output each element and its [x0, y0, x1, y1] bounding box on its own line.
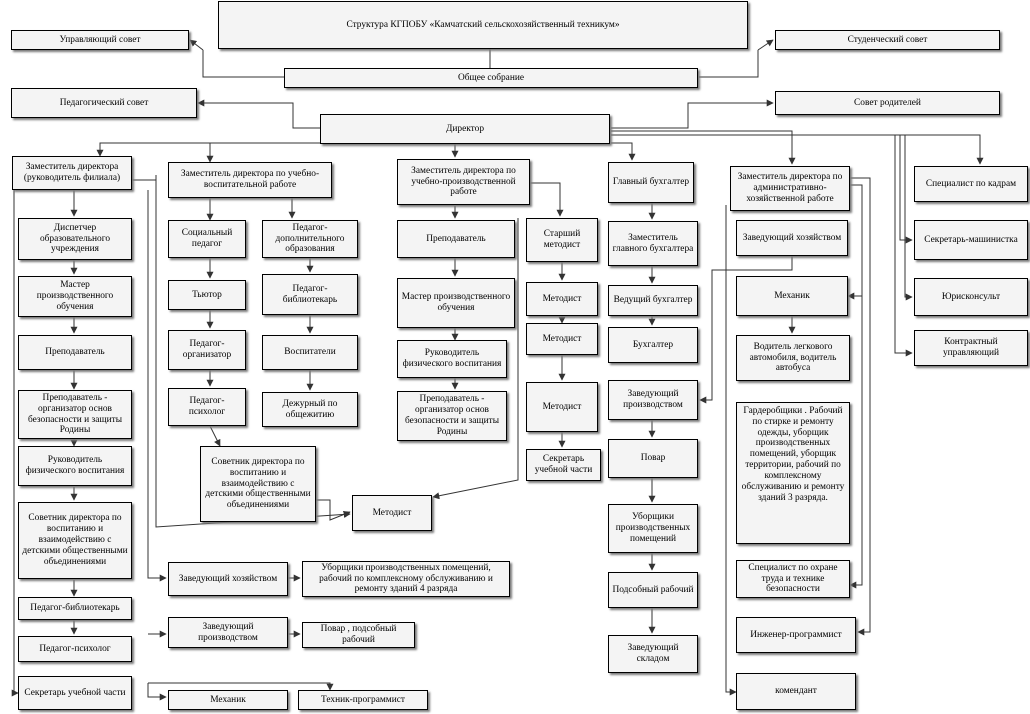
branch-programmer-tech: Техник-программист — [298, 690, 428, 710]
branch-housekeeping-head: Заведующий хозяйством — [168, 562, 288, 596]
managing-council-box: Управляющий совет — [11, 30, 189, 50]
senior-methodist-box: Старший методист — [526, 218, 598, 262]
production-head-box: Заместитель директора по учебно-производ… — [397, 159, 530, 205]
edu-advisor: Советник директора по воспитанию и взаим… — [200, 446, 316, 522]
prod-master: Мастер производственного обучения — [397, 278, 515, 328]
prod-safety-teacher: Преподаватель - организатор основ безопа… — [397, 391, 507, 441]
edu-tutor: Тьютор — [168, 280, 246, 310]
branch-item-librarian: Педагог-библиотекарь — [18, 597, 132, 620]
typist-secretary-box: Секретарь-машинистка — [914, 220, 1028, 260]
acc-production-head: Заведующий производством — [608, 380, 698, 420]
edu-social-pedagogue: Социальный педагог — [168, 220, 246, 258]
branch-item-phys-ed: Руководитель физического воспитания — [18, 446, 132, 486]
branch-item-advisor: Советник директора по воспитанию и взаим… — [18, 502, 132, 579]
prod-secretary: Секретарь учебной части — [526, 449, 601, 481]
methodist-1: Методист — [526, 282, 598, 316]
admin-head-box: Заместитель директора по административно… — [730, 166, 850, 211]
accounting-head-box: Главный бухгалтер — [608, 162, 694, 203]
edu-dorm-duty: Дежурный по общежитию — [262, 392, 358, 427]
legal-counsel-box: Юрисконсульт — [914, 278, 1028, 316]
methodist-2: Методист — [526, 323, 598, 355]
hr-specialist-box: Специалист по кадрам — [914, 166, 1028, 202]
acc-accountant: Бухгалтер — [608, 327, 698, 363]
admin-driver: Водитель легкового автомобиля, водитель … — [736, 335, 850, 381]
edu-organizer: Педагог-организатор — [168, 330, 246, 370]
edu-additional-education: Педагог-дополнительного образования — [262, 220, 358, 258]
acc-warehouse: Заведующий складом — [608, 635, 698, 673]
branch-production-head: Заведующий производством — [168, 617, 288, 648]
methodist-3: Методист — [526, 382, 598, 432]
contract-manager-box: Контрактный управляющий — [914, 330, 1028, 366]
branch-item-master: Мастер производственного обучения — [18, 276, 132, 317]
prod-teacher: Преподаватель — [397, 220, 515, 258]
parents-council-box: Совет родителей — [775, 91, 1000, 115]
edu-psychologist: Педагог-психолог — [168, 388, 246, 426]
acc-helper: Подсобный рабочий — [608, 572, 698, 608]
pedagogical-council-box: Педагогический совет — [11, 88, 197, 118]
admin-mechanic: Механик — [736, 276, 848, 316]
branch-item-dispatcher: Диспетчер образовательного учреждения — [18, 218, 132, 260]
director-box: Директор — [320, 114, 610, 144]
acc-lead: Ведущий бухгалтер — [608, 285, 698, 316]
edu-educators: Воспитатели — [262, 335, 358, 370]
branch-head-box: Заместитель директора (руководитель фили… — [12, 156, 132, 190]
acc-cleaners: Уборщики производственных помещений — [608, 504, 698, 553]
general-meeting-box: Общее собрание — [284, 68, 698, 88]
methodist-box: Методист — [352, 495, 432, 531]
admin-safety-specialist: Специалист по охране труда и технике без… — [736, 560, 850, 598]
edu-librarian: Педагог-библиотекарь — [262, 274, 358, 315]
acc-cook: Повар — [608, 439, 698, 478]
student-council-box: Студенческий совет — [775, 30, 1000, 50]
branch-mechanic: Механик — [168, 690, 288, 710]
title-box: Структура КГПОБУ «Камчатский сельскохозя… — [218, 1, 748, 49]
educational-head-box: Заместитель директора по учебно-воспитат… — [168, 162, 332, 198]
prod-phys-ed: Руководитель физического воспитания — [397, 340, 507, 378]
admin-cloakroom: Гардеробщики . Рабочий по стирке и ремон… — [736, 402, 850, 544]
acc-deputy: Заместитель главного бухгалтера — [608, 221, 698, 266]
branch-cook: Повар , подсобный рабочий — [302, 622, 415, 648]
branch-item-psychologist: Педагог-психолог — [18, 636, 132, 662]
branch-item-safety-teacher: Преподаватель - организатор основ безопа… — [18, 390, 132, 439]
branch-item-teacher: Преподаватель — [18, 335, 132, 370]
admin-commandant: комендант — [736, 673, 856, 710]
branch-cleaners: Уборщики производственных помещений, раб… — [302, 561, 510, 597]
branch-item-secretary: Секретарь учебной части — [18, 676, 132, 710]
admin-housekeeping-head: Заведующий хозяйством — [736, 220, 848, 256]
admin-engineer-programmer: Инженер-программист — [736, 617, 856, 653]
